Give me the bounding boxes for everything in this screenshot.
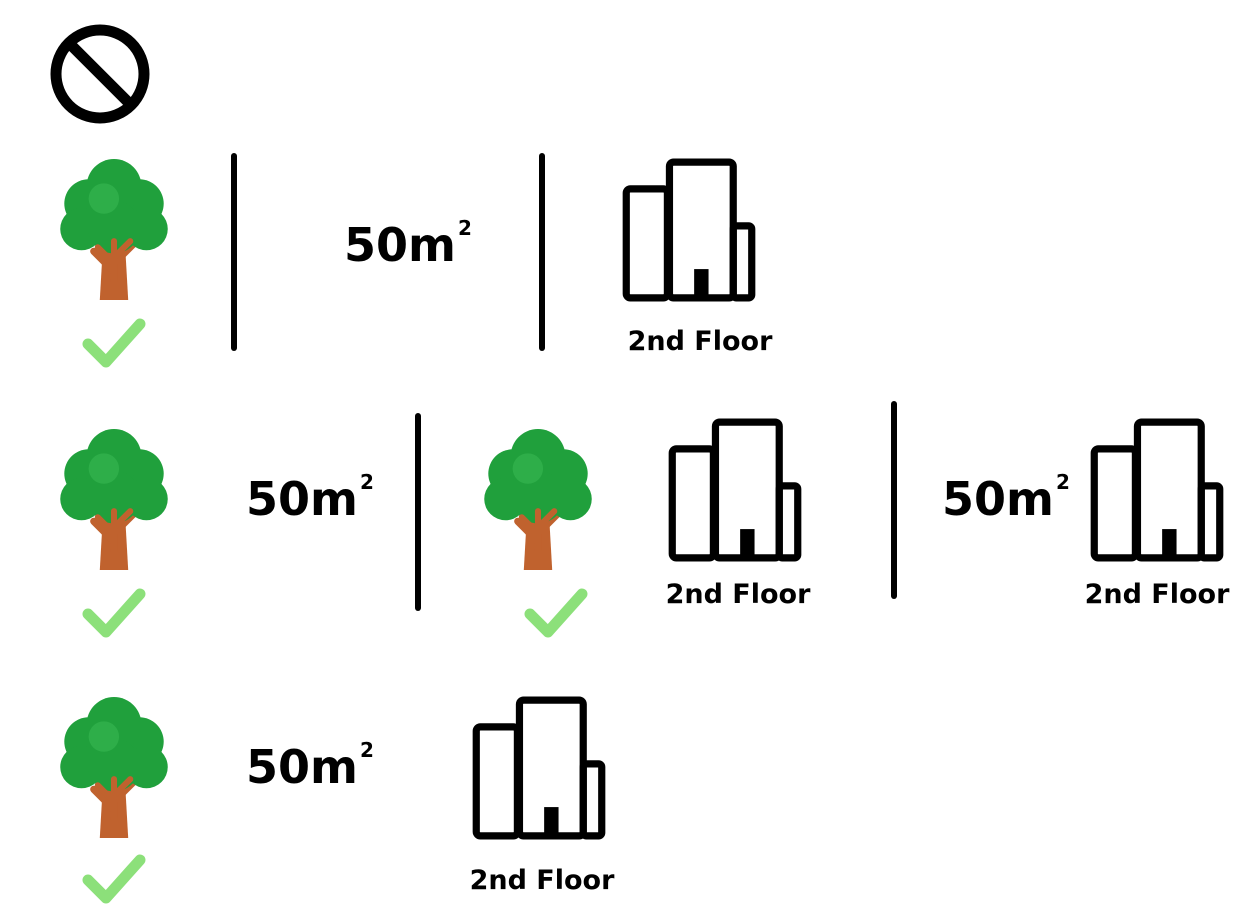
prohibited-icon [48,22,152,126]
floor-label: 2nd Floor [1084,579,1230,610]
tree-icon [476,428,600,570]
tree-icon [52,696,176,838]
floor-label: 2nd Floor [627,326,773,357]
building-icon [668,418,802,562]
floor-label: 2nd Floor [665,579,811,610]
checkmark-icon [524,586,588,638]
divider-line [412,412,424,614]
tree-icon [52,158,176,300]
divider-line [888,400,900,602]
divider-line [228,152,240,354]
checkmark-icon [82,852,146,904]
divider-line [536,152,548,354]
building-icon [472,696,606,840]
tree-icon [52,428,176,570]
checkmark-icon [82,586,146,638]
checkmark-icon [82,316,146,368]
building-icon [622,158,756,302]
building-icon [1090,418,1224,562]
floor-label: 2nd Floor [469,865,615,896]
